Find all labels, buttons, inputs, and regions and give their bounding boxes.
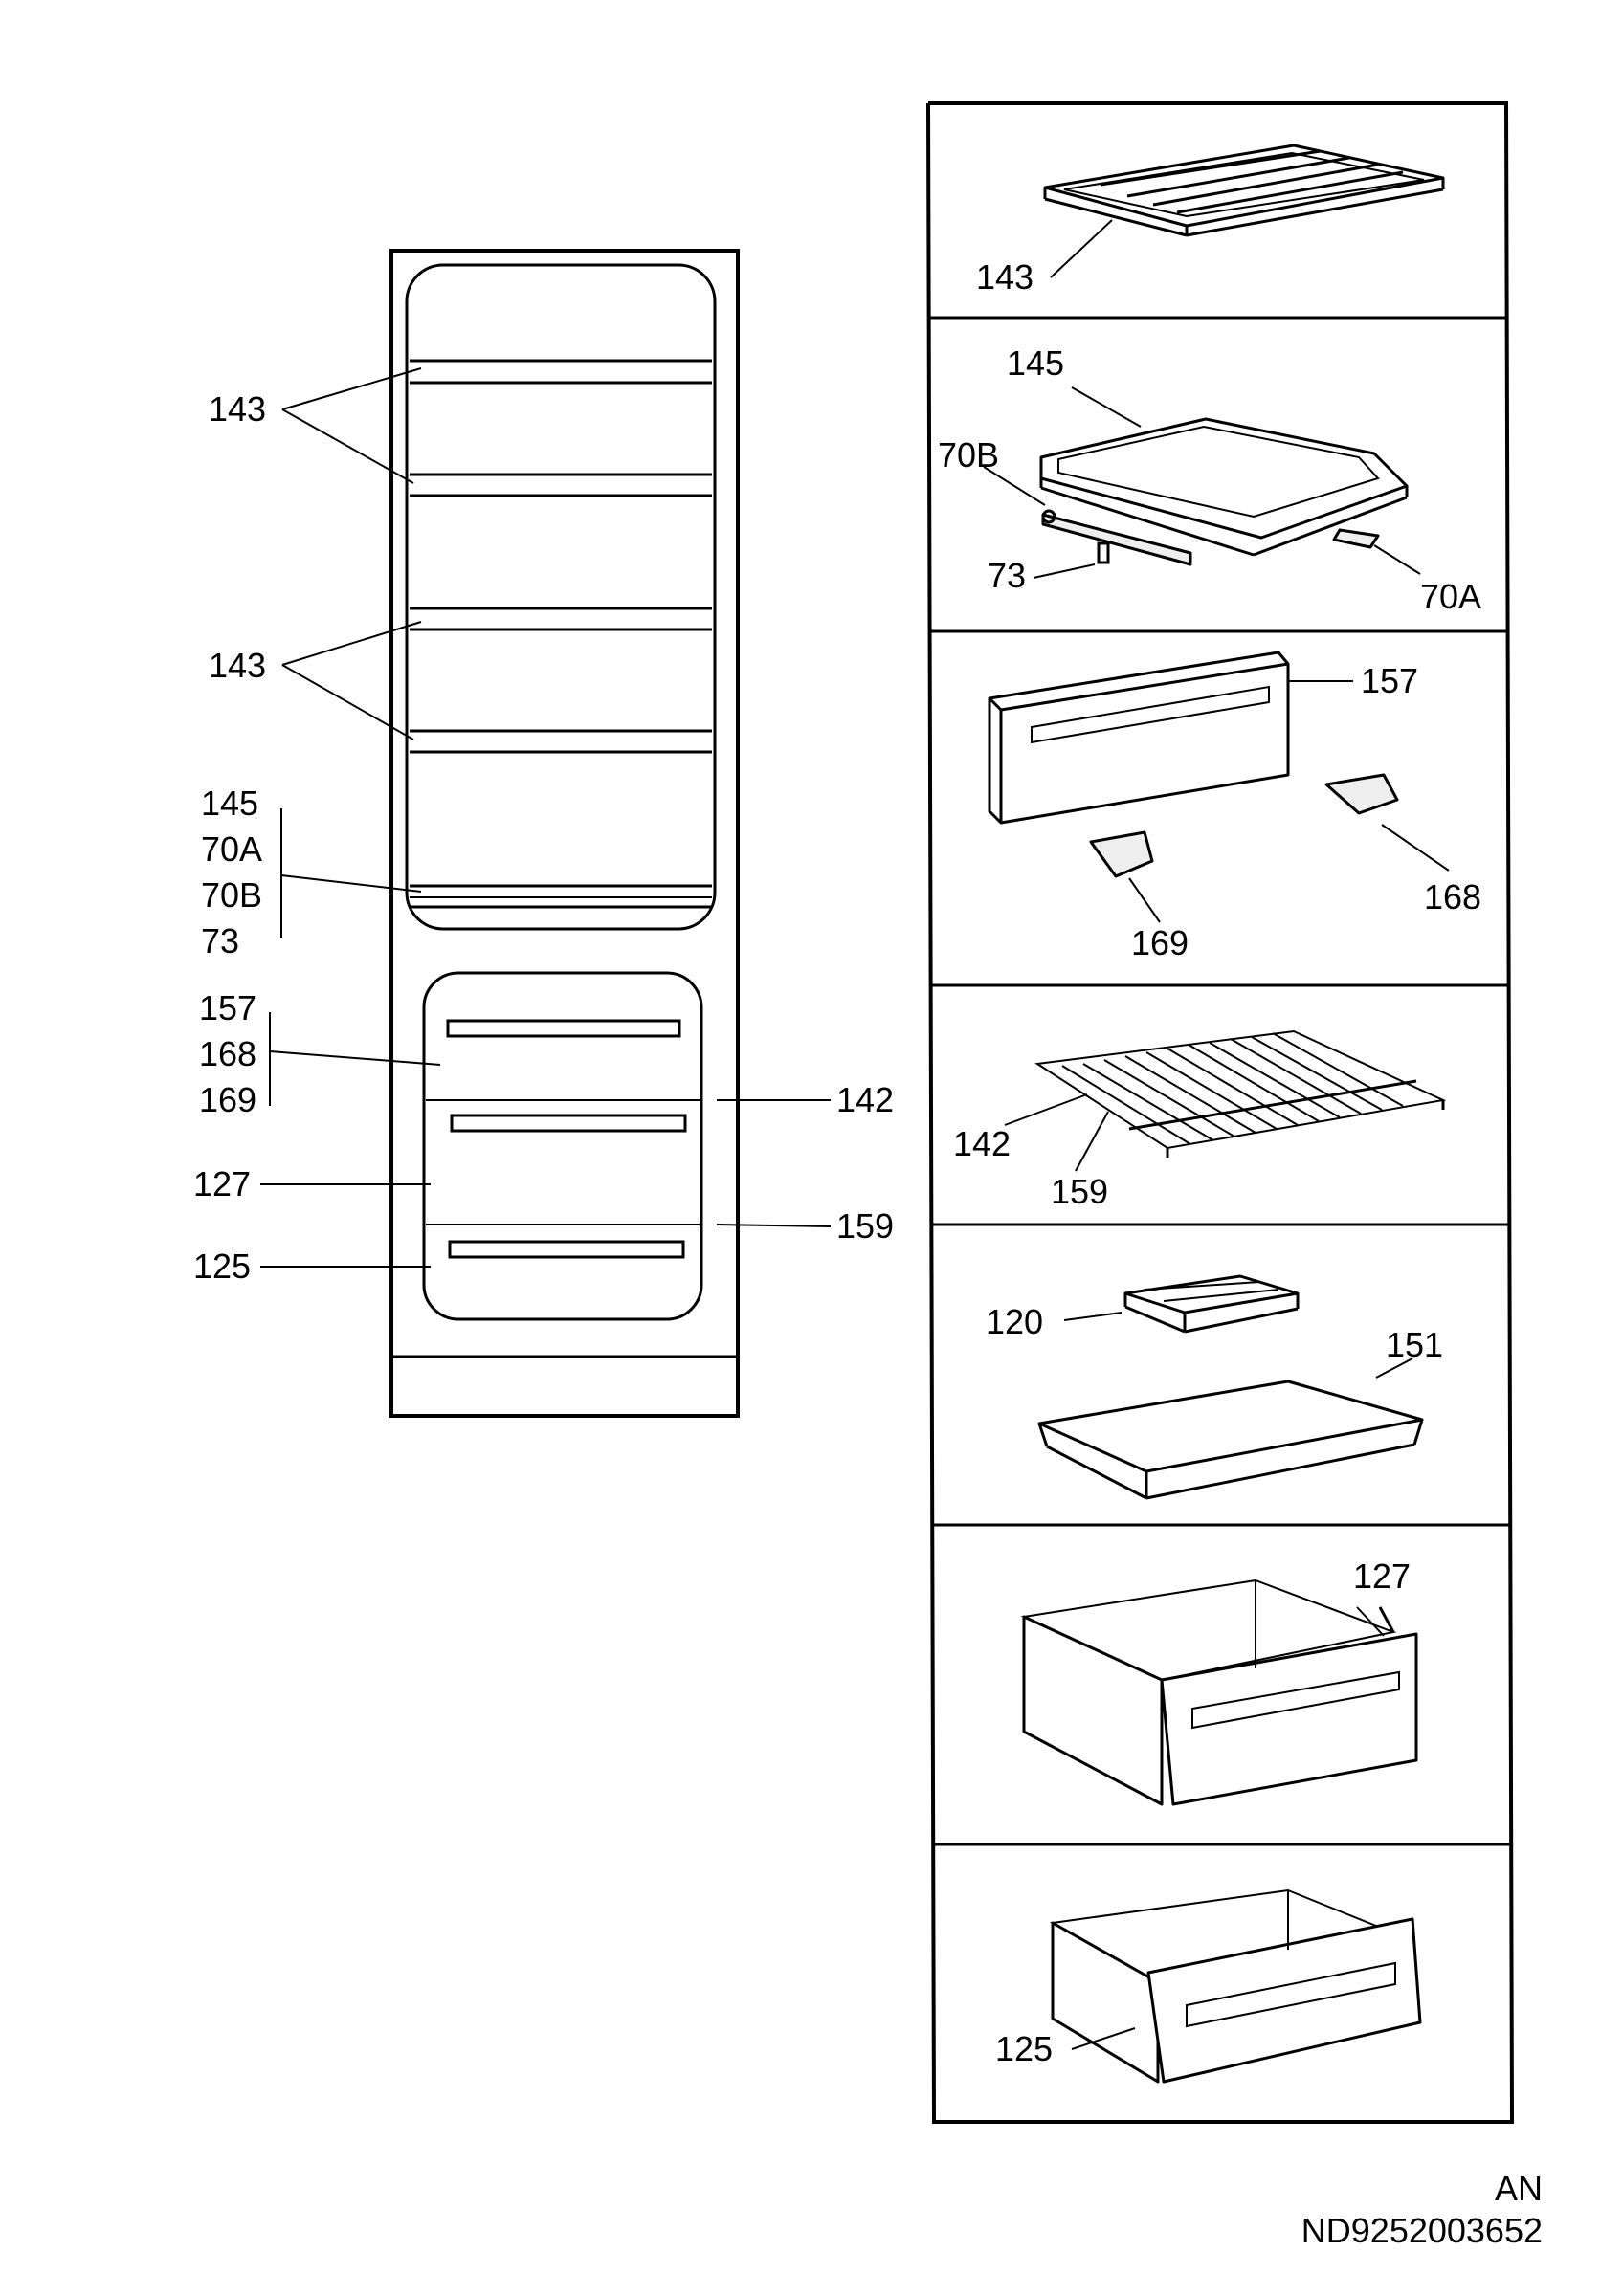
label-70b: 70B	[938, 435, 999, 475]
upper-compartment	[405, 263, 717, 931]
hinge-169	[1089, 830, 1154, 878]
footer-doc-number: ND9252003652	[1301, 2211, 1543, 2250]
rail-70a	[1332, 528, 1380, 549]
callout-shelves-upper: 143	[209, 389, 266, 429]
flap-panel	[988, 651, 1290, 825]
panel-drawer-125: 125	[995, 1888, 1422, 2084]
callout-flap-157: 157	[199, 988, 256, 1027]
callout-shelves-lower: 143	[209, 646, 266, 685]
callout-grid-shelf-142: 142	[836, 1080, 894, 1119]
panel-drawer-127: 127	[1020, 1556, 1418, 1806]
callout-screw-73: 73	[201, 921, 239, 960]
rail-159	[1128, 1079, 1417, 1131]
grid-wires	[1061, 1032, 1404, 1145]
upper-shelves	[410, 359, 712, 909]
panel-shelf-143: 143	[976, 144, 1445, 297]
cabinet-leaders	[260, 367, 832, 1268]
parts-panels	[926, 101, 1515, 2124]
label-169: 169	[1131, 923, 1189, 962]
lower-compartment	[422, 971, 703, 1321]
callout-drawer-127: 127	[193, 1164, 251, 1203]
callout-tray-145: 145	[201, 784, 258, 823]
panel-grid-shelf-142: 142 159	[953, 1029, 1447, 1211]
label-127: 127	[1353, 1556, 1411, 1596]
lower-drawers	[426, 1019, 700, 1259]
tray-151	[1037, 1380, 1424, 1473]
panel-flap-157: 157 168 169	[988, 651, 1481, 962]
drawer-127-side	[1022, 1615, 1164, 1806]
label-70a: 70A	[1420, 577, 1481, 616]
callout-rail-70b: 70B	[201, 875, 262, 915]
drawer-125-front	[1146, 1917, 1422, 2084]
callout-rail-159: 159	[836, 1206, 894, 1246]
tray-body	[1039, 417, 1409, 540]
footer-lang: AN	[1495, 2169, 1543, 2208]
label-145: 145	[1007, 343, 1064, 383]
label-157: 157	[1361, 661, 1418, 700]
label-142: 142	[953, 1124, 1011, 1163]
label-120: 120	[986, 1302, 1043, 1341]
ice-tray	[1123, 1274, 1300, 1314]
cabinet-outline	[389, 249, 740, 1418]
label-143: 143	[976, 257, 1034, 297]
label-125: 125	[995, 2029, 1053, 2068]
drawer-125-side	[1051, 1921, 1160, 2084]
panel-trays-120-151: 120 151	[986, 1274, 1443, 1500]
cabinet-overview: 143 143 145 70A 70B 73 157 168 169 127 1…	[193, 249, 894, 1418]
panel-tray-145: 145 70B 73 70A	[938, 343, 1481, 616]
label-73: 73	[988, 556, 1026, 595]
callout-rail-70a: 70A	[201, 829, 262, 869]
callout-drawer-125: 125	[193, 1247, 251, 1286]
label-159: 159	[1051, 1172, 1108, 1211]
callout-hinge-169: 169	[199, 1080, 256, 1119]
drawer-127-front	[1160, 1632, 1418, 1806]
rail-70b	[1041, 513, 1192, 566]
label-151: 151	[1386, 1325, 1443, 1364]
screw-73	[1097, 541, 1110, 564]
panels-frame	[926, 101, 1515, 2124]
callout-hinge-168: 168	[199, 1034, 256, 1073]
hinge-168	[1324, 773, 1399, 815]
label-168: 168	[1424, 877, 1481, 916]
